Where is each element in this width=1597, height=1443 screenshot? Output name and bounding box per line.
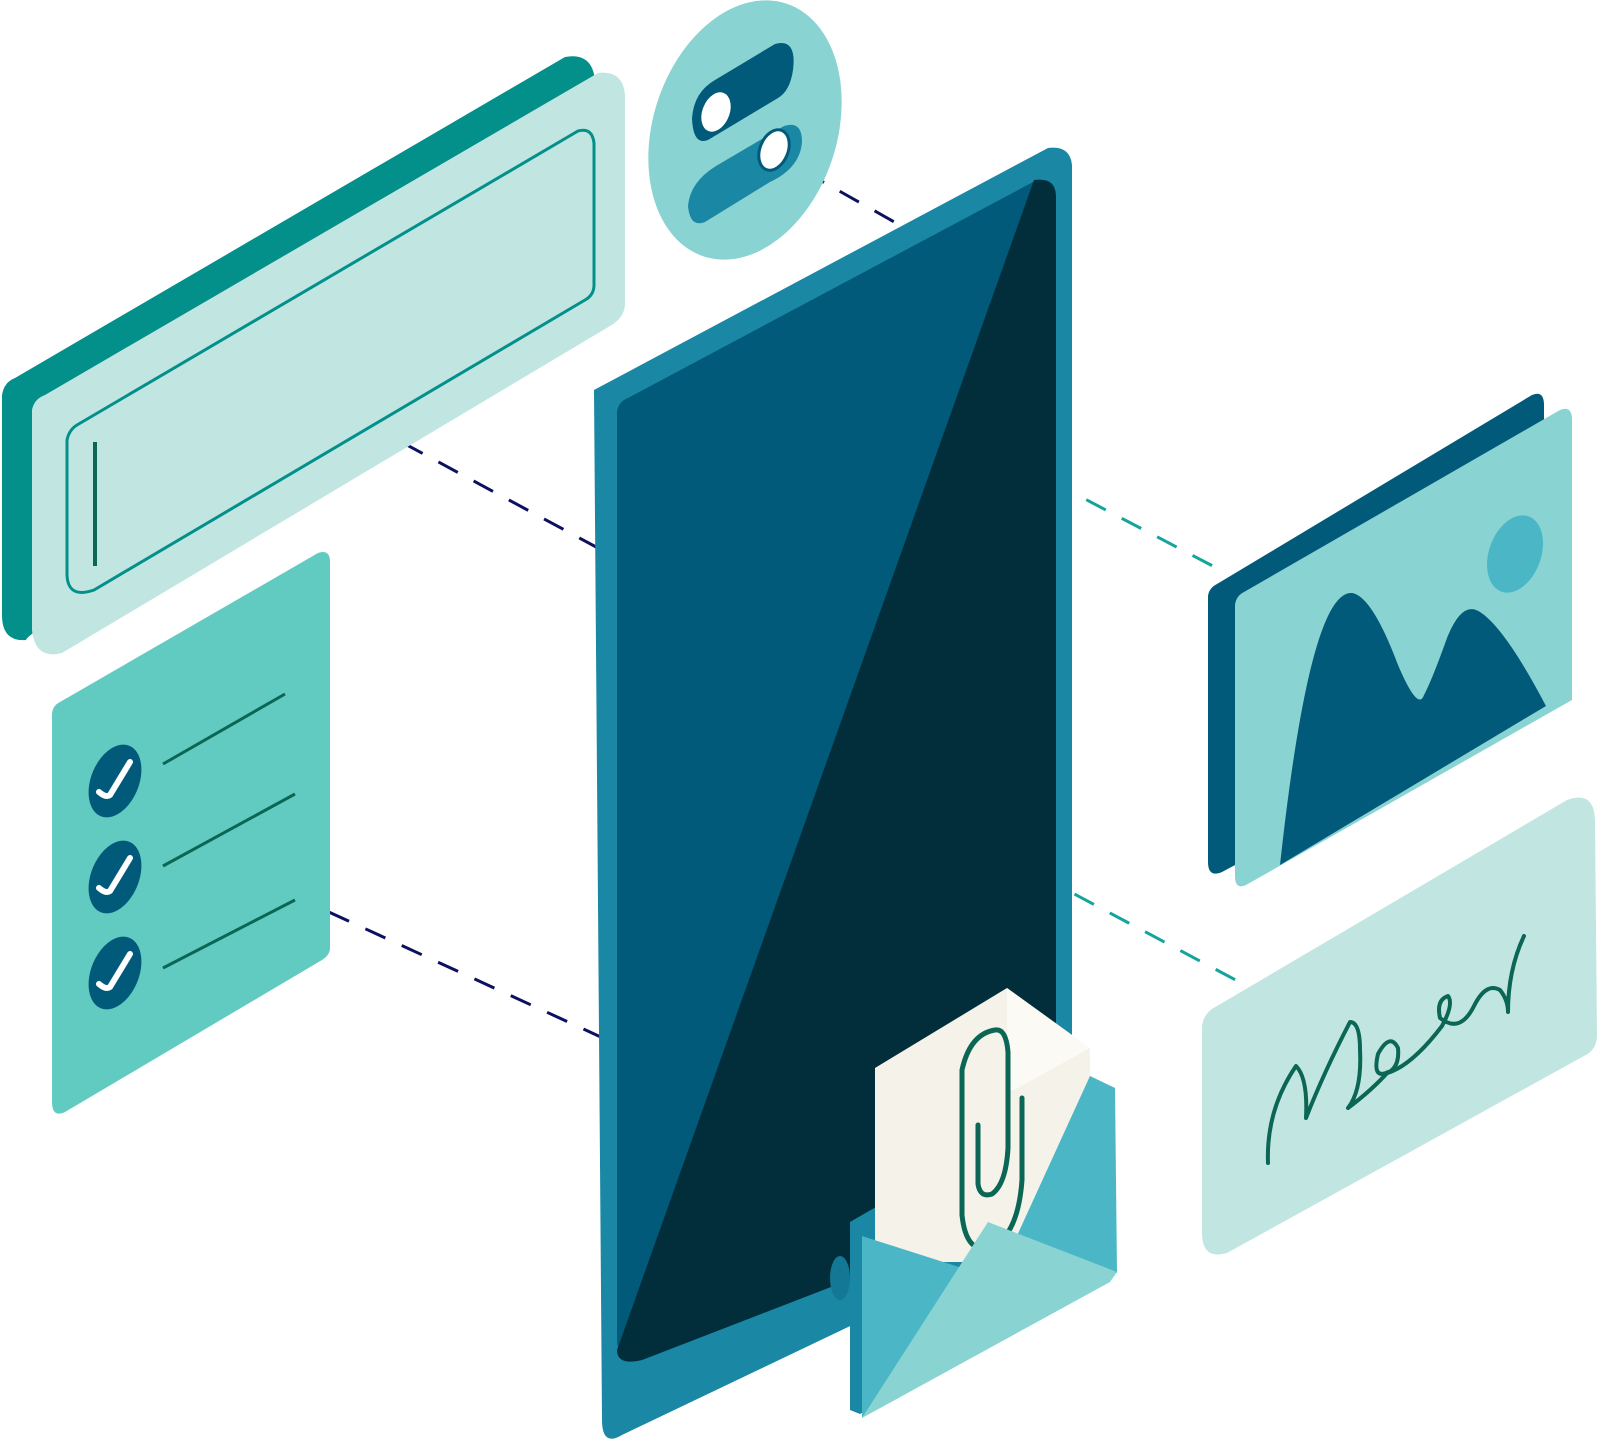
image-panel-icon — [1208, 393, 1572, 887]
connector-toggle-to-phone — [769, 150, 906, 230]
check-mark-icon — [96, 951, 133, 991]
checklist-panel-icon — [52, 552, 330, 1114]
mountain-icon — [1280, 592, 1546, 865]
check-mark-icon — [96, 855, 133, 895]
text-input-panel-icon — [2, 56, 625, 655]
connector-signature-to-phone — [897, 798, 1246, 987]
check-mark-icon — [96, 759, 133, 799]
checklist-item-3 — [88, 898, 296, 1010]
signature-panel-icon — [1202, 797, 1597, 1255]
toggle-2-knob — [757, 128, 791, 172]
checklist-line — [162, 898, 296, 970]
checklist-line — [162, 792, 296, 868]
envelope-with-attachment-icon — [830, 988, 1117, 1418]
signature-stroke — [1265, 934, 1526, 1165]
toggle-1-knob — [698, 89, 734, 135]
checklist-item-1 — [88, 692, 286, 818]
checklist-line — [162, 692, 286, 766]
sun-icon — [1486, 515, 1544, 593]
toggle-switches-icon — [648, 0, 842, 260]
checklist-item-2 — [88, 792, 296, 914]
